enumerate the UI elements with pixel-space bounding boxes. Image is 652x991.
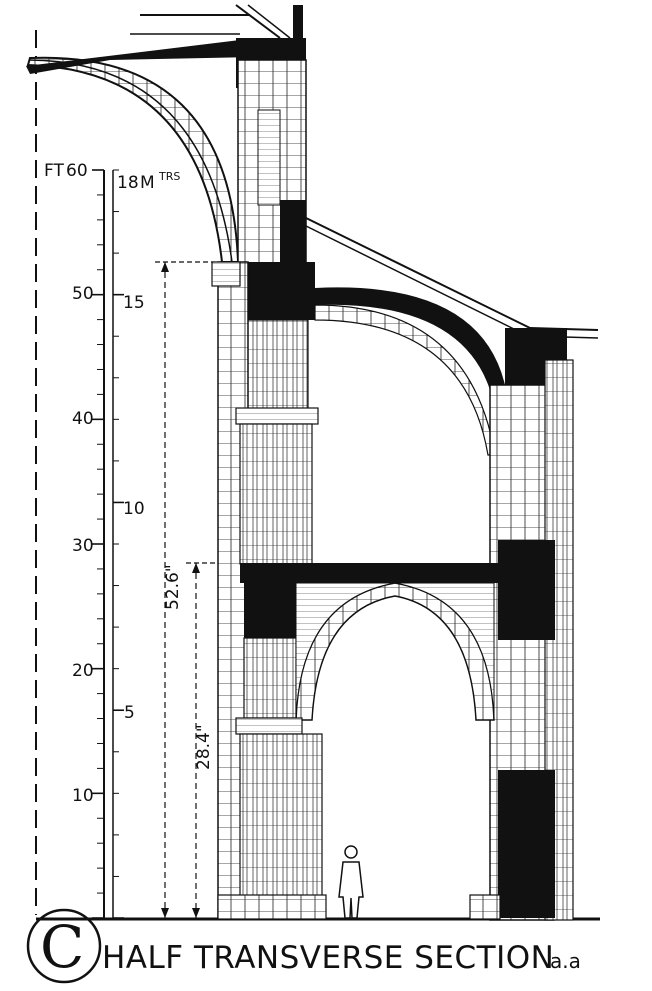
lower-pier [217,717,501,920]
caption-initial: C [40,913,84,981]
feet-label-40: 40 [72,409,94,429]
feet-label-20: 20 [72,661,94,681]
meter-label-10: 10 [123,499,145,519]
gallery-arch [314,287,505,456]
clerestory-wall [237,59,307,266]
feet-label-50: 50 [72,284,94,304]
feet-unit-label: FT [44,161,64,181]
human-figure-scale [338,845,364,919]
feet-label-30: 30 [72,536,94,556]
meter-unit-suffix: TRS [158,170,180,183]
gallery-floor [240,563,502,719]
feet-ticks [92,169,104,919]
aisle-arch [295,582,495,721]
feet-label-60: 60 [66,161,88,181]
meter-label-5: 5 [124,703,135,723]
scale-bar [92,169,124,919]
dimension-upper-label: 52.6" [163,564,183,610]
outer-wall [489,328,574,921]
nave-vault [26,56,240,263]
meter-label-15: 15 [123,293,145,313]
caption-suffix: a.a [550,949,581,973]
caption-title: HALF TRANSVERSE SECTION [102,940,554,976]
meter-label-18: 18 [117,173,139,193]
feet-label-10: 10 [72,786,94,806]
triforium-block [240,262,315,411]
dimension-upper [155,261,215,918]
caption-initial-circle [26,908,102,984]
meter-ticks [113,169,124,919]
meter-unit-label: M [140,173,155,193]
dimension-lower-label: 28.4" [194,724,214,770]
